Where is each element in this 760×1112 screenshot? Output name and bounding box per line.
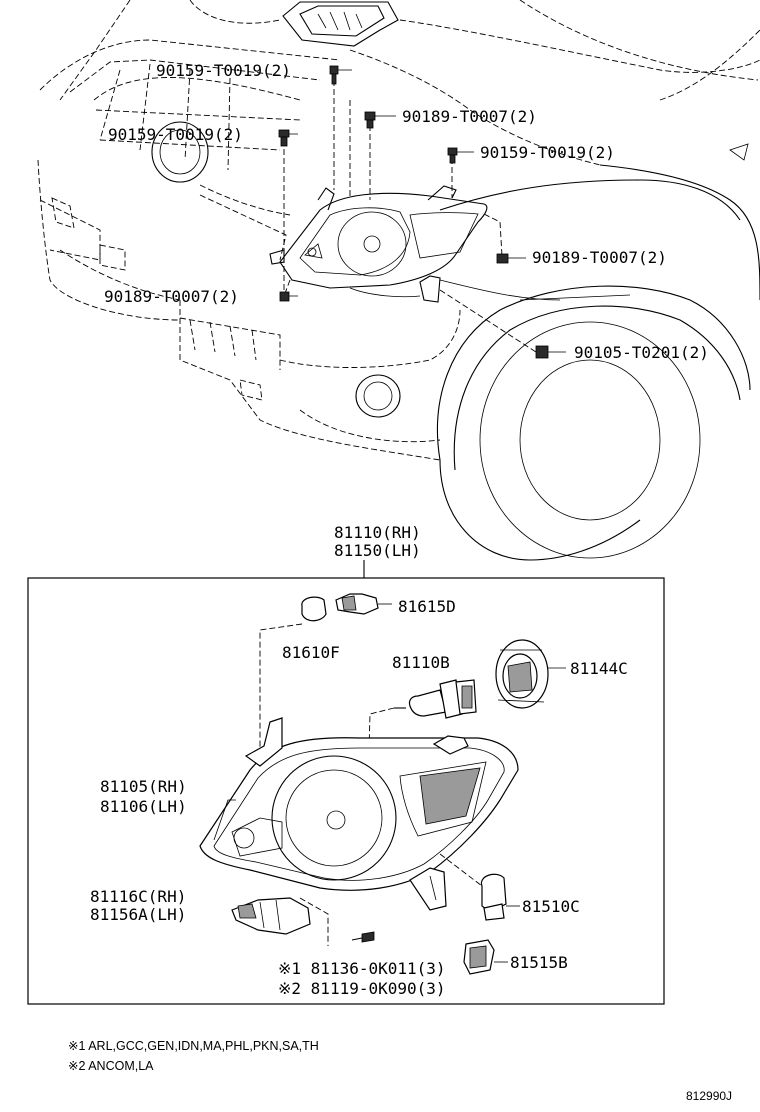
label-bulb-small: 81610F bbox=[282, 643, 340, 662]
assembly-box bbox=[27, 577, 665, 1005]
label-bulb-turn: 81510C bbox=[522, 897, 580, 916]
label-screw-2: ※2 81119-0K090(3) bbox=[278, 979, 446, 998]
label-bolt-top: 90159-T0019(2) bbox=[156, 61, 291, 80]
label-bolt-right: 90159-T0019(2) bbox=[480, 143, 615, 162]
label-assy-lh: 81150(LH) bbox=[334, 541, 421, 560]
vehicle-front-illustration bbox=[37, 0, 760, 561]
diagram-code: 812990J bbox=[686, 1089, 732, 1103]
label-nut-top: 90189-T0007(2) bbox=[402, 107, 537, 126]
label-assy-rh: 81110(RH) bbox=[334, 523, 421, 542]
exploded-parts bbox=[199, 593, 566, 975]
footnote-1: ※1 ARL,GCC,GEN,IDN,MA,PHL,PKN,SA,TH bbox=[68, 1039, 319, 1053]
label-nut-left: 90189-T0007(2) bbox=[104, 287, 239, 306]
label-bracket-lh: 81156A(LH) bbox=[90, 905, 186, 924]
label-socket: 81615D bbox=[398, 597, 456, 616]
label-bulb-main: 81110B bbox=[392, 653, 450, 672]
label-bracket-rh: 81116C(RH) bbox=[90, 887, 186, 906]
label-cover: 81144C bbox=[570, 659, 628, 678]
footnote-2: ※2 ANCOM,LA bbox=[68, 1059, 154, 1073]
label-nut-right: 90189-T0007(2) bbox=[532, 248, 667, 267]
label-screw-1: ※1 81136-0K011(3) bbox=[278, 959, 446, 978]
label-housing-rh: 81105(RH) bbox=[100, 777, 187, 796]
label-housing-lh: 81106(LH) bbox=[100, 797, 187, 816]
label-socket-turn: 81515B bbox=[510, 953, 568, 972]
label-bolt-left: 90159-T0019(2) bbox=[108, 125, 243, 144]
label-screw-right: 90105-T0201(2) bbox=[574, 343, 709, 362]
